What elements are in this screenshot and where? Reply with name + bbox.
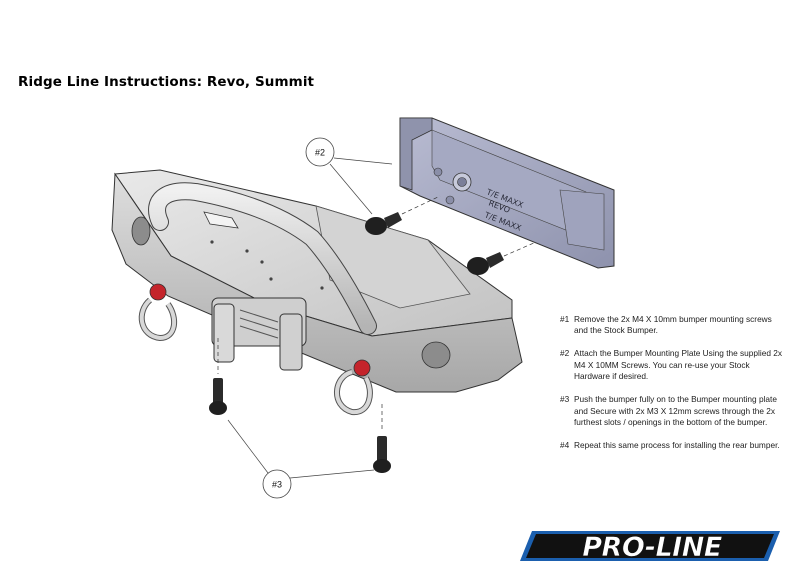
bull-bar-mount: [203, 211, 239, 229]
step-number: #4: [560, 440, 570, 451]
logo-wordmark: PRO-LINE: [582, 532, 723, 563]
instruction-steps: #1 Remove the 2x M4 X 10mm bumper mounti…: [560, 314, 782, 463]
winch: [211, 297, 307, 371]
page-title: Ridge Line Instructions: Revo, Summit: [18, 74, 315, 90]
callout-3: #3: [227, 419, 375, 499]
bottom-screw-left: [209, 378, 227, 415]
bottom-screw-right: [373, 436, 391, 473]
step-item: #4 Repeat this same process for installi…: [560, 440, 782, 451]
step-number: #3: [560, 394, 570, 405]
step-text: Push the bumper fully on to the Bumper m…: [574, 394, 777, 428]
callout-3-label: #3: [272, 480, 282, 490]
step-text: Attach the Bumper Mounting Plate Using t…: [574, 348, 783, 382]
callout-2-label: #2: [315, 148, 325, 158]
step-text: Repeat this same process for installing …: [574, 440, 780, 451]
left-shackle: [138, 283, 178, 342]
step-number: #1: [560, 314, 570, 324]
step-text: Remove the 2x M4 X 10mm bumper mounting …: [574, 314, 772, 336]
right-shackle: [334, 359, 373, 416]
step-item: #2 Attach the Bumper Mounting Plate Usin…: [560, 348, 782, 382]
callout-2: #2: [305, 137, 393, 215]
step-number: #2: [560, 348, 570, 359]
step-item: #1 Remove the 2x M4 X 10mm bumper mounti…: [560, 314, 782, 337]
plate-screw-lower: [467, 252, 504, 275]
plate-screw-upper: [365, 212, 402, 235]
pro-line-logo: PRO-LINE: [520, 531, 780, 563]
bumper-mounting-plate: T/E MAXX REVO T/E MAXX: [399, 117, 615, 269]
step-item: #3 Push the bumper fully on to the Bumpe…: [560, 394, 782, 428]
